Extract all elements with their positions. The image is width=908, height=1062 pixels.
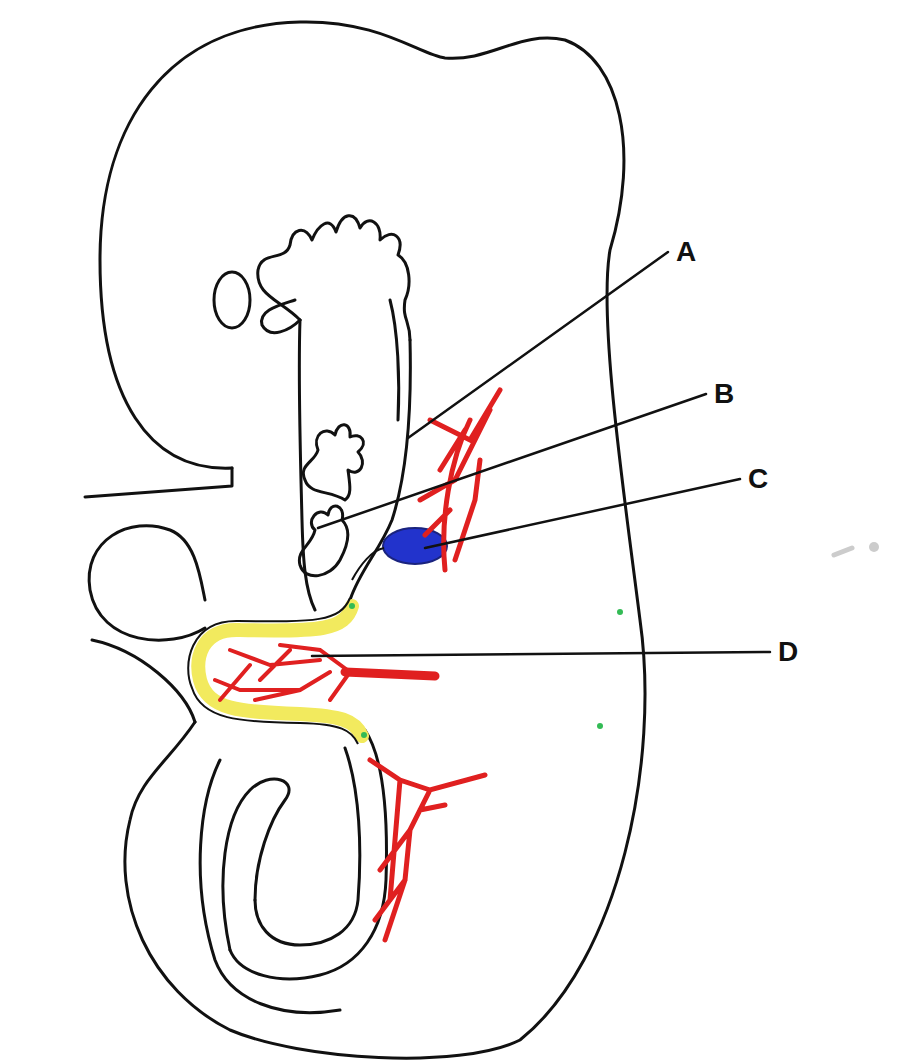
superior-mesenteric-artery [215,645,350,700]
inferior-mesenteric-artery [370,760,485,940]
foregut [390,300,399,420]
lung-bud [303,425,363,500]
embryo-outline [100,22,645,1058]
hindgut [230,730,387,979]
leader-line [408,252,668,438]
body-wall [92,640,195,722]
mark-dot [597,723,603,729]
hindgut [255,748,360,945]
midgut-loop [188,598,358,744]
mark-dot [617,609,623,615]
callout-letter: D [776,637,800,667]
callout-letter: B [712,379,736,409]
tail-loop [223,779,289,950]
umbilical-loop [89,526,205,641]
callout-letter: C [746,464,770,494]
callout-letter: A [674,237,698,267]
leader-line [425,479,740,548]
mark-dot [361,732,367,738]
leader-line [318,394,706,528]
leader-line [312,652,770,656]
pharyngeal-pouch [214,272,250,328]
allantois [200,760,340,1013]
mark-dot [349,603,355,609]
body-wall [85,468,232,497]
superior-mesenteric-artery [345,672,435,676]
pancreatic-duct [352,548,384,580]
pharynx [262,300,300,333]
watermark-mark [869,542,879,552]
liver-bud [299,506,348,576]
watermark-mark [834,548,852,555]
pharynx [258,216,410,340]
